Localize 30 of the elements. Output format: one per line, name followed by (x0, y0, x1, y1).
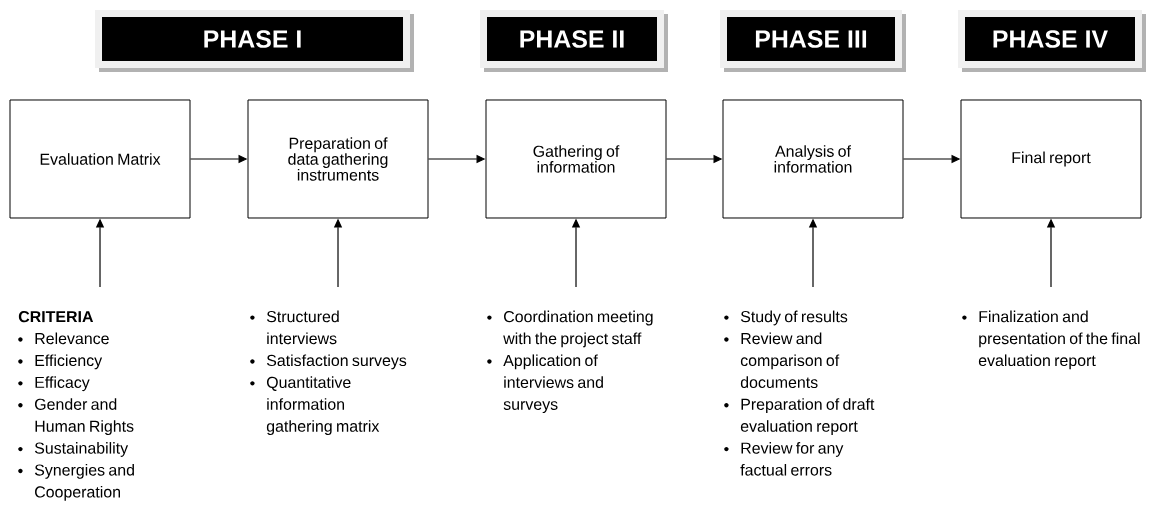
process-box: Final report (960, 99, 1142, 219)
phase-banner: PHASE III (720, 10, 906, 72)
process-box: Preparation of data gathering instruments (247, 99, 429, 219)
node-label: Review and comparison of documents (740, 332, 840, 389)
node-label: Coordination meeting with the project staff (503, 310, 653, 348)
bullet-list: Coordination meeting with the project staff Application of interviews and surveys (487, 310, 653, 414)
process-box: Evaluation Matrix (9, 99, 191, 219)
node-label: Relevance (35, 332, 109, 345)
node-label: CRITERIA (18, 310, 94, 323)
process-box: Analysis of information (722, 99, 904, 219)
node-label: Gender and Human Rights (35, 398, 134, 436)
node-label: Efficacy (35, 376, 90, 392)
node-label: Application of interviews and surveys (503, 354, 603, 414)
bullet-list: Structured interviews Satisfaction surveys Quantitative information gathering matrix (250, 310, 407, 435)
node-label: Preparation of draft evaluation report (740, 398, 875, 436)
node-label: Quantitative information gathering matrix (266, 376, 380, 436)
node-label: Efficiency (35, 354, 103, 370)
node-label: Review for any factual errors (740, 442, 844, 476)
process-box: Gathering of information (485, 99, 667, 219)
bullet-list: CRITERIA Relevance Efficiency Efficacy Gender and Human Rights Sustainability Synergies and Cooperation (18, 311, 134, 501)
phase-banner: PHASE IV (958, 10, 1146, 72)
bullet-list: Study of results Review and comparison of documents Preparation of draft evaluation report Review for any factual errors (724, 310, 875, 476)
bullet-list: Finalization and presentation of the final evaluation report (962, 310, 1140, 370)
node-label: Synergies and Cooperation (34, 463, 134, 501)
phase-banner: PHASE I (95, 10, 414, 72)
phase-banner: PHASE II (480, 10, 668, 72)
node-label: Satisfaction surveys (266, 354, 407, 370)
node-label: Study of results (740, 310, 848, 326)
node-label: Sustainability (34, 442, 129, 457)
node-label: Structured interviews (266, 310, 339, 345)
